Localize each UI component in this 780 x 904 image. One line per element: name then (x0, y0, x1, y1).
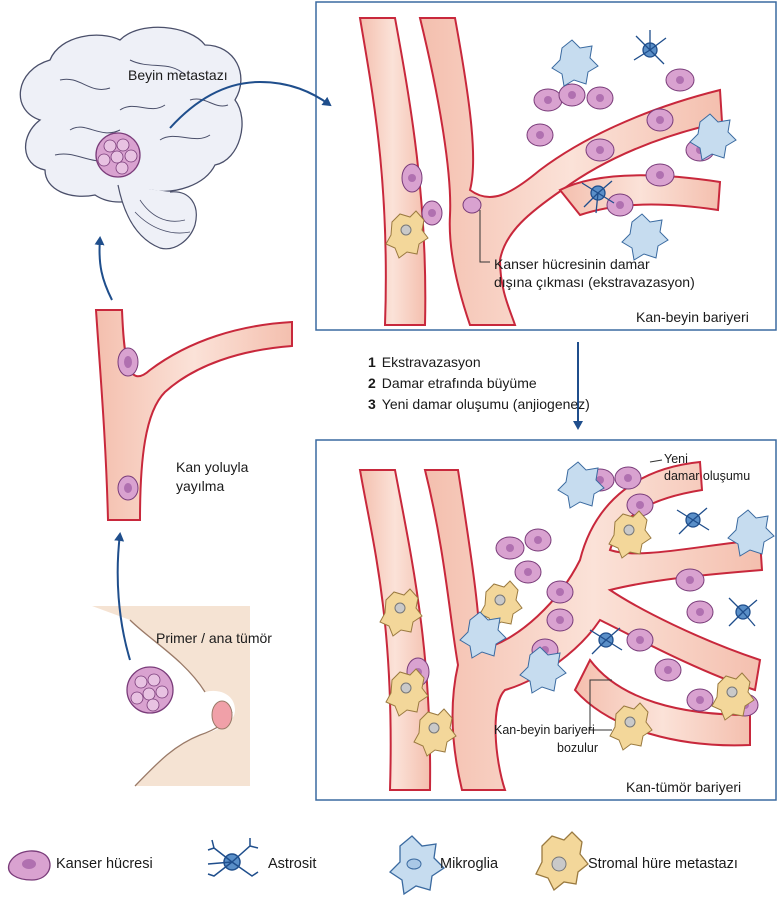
bbb-broken-label-1: Kan-beyin bariyeri (494, 723, 595, 737)
bbb-broken-label-2: bozulur (557, 741, 598, 755)
new-vessel-pointer (649, 459, 663, 463)
extravasation-label-1: Kanser hücresinin damar (494, 256, 650, 272)
extravasation-label-2: dışına çıkması (ekstravazasyon) (494, 274, 695, 290)
brain-metastasis-label: Beyin metastazı (128, 67, 228, 83)
primary-tumor-label: Primer / ana tümör (156, 630, 272, 646)
legend-microglia: Mikroglia (440, 856, 499, 872)
blood-spread-label-1: Kan yoluyla (176, 459, 249, 475)
arrow-blood-to-brain (94, 236, 113, 301)
legend-astrocyte: Astrosit (268, 856, 317, 872)
astrocyte-icon (207, 838, 259, 877)
breast-illustration (92, 606, 250, 787)
new-vessel-label-2: damar oluşumu (664, 469, 751, 483)
bbb-broken-pointer (589, 679, 612, 731)
arrow-tumor-to-blood (114, 532, 131, 661)
bbb-label: Kan-beyin bariyeri (636, 309, 749, 325)
new-vessel-label-1: Yeni (664, 452, 688, 466)
cancer-cell-icon (8, 850, 51, 881)
bbb-panel-cells (385, 30, 737, 261)
legend-stromal: Stromal hüre metastazı (588, 856, 738, 872)
arrow-brain-to-panel (169, 80, 332, 129)
extravasation-pointer (479, 210, 490, 263)
left-vessel (94, 309, 293, 521)
microglia-icon (388, 835, 446, 896)
blood-spread-label-2: yayılma (176, 478, 225, 494)
btb-label: Kan-tümör bariyeri (626, 779, 742, 795)
btb-panel-cells (379, 461, 775, 757)
stromal-cell-icon (535, 831, 589, 892)
brain-illustration (19, 26, 243, 250)
legend-cancer-cell: Kanser hücresi (56, 856, 153, 872)
